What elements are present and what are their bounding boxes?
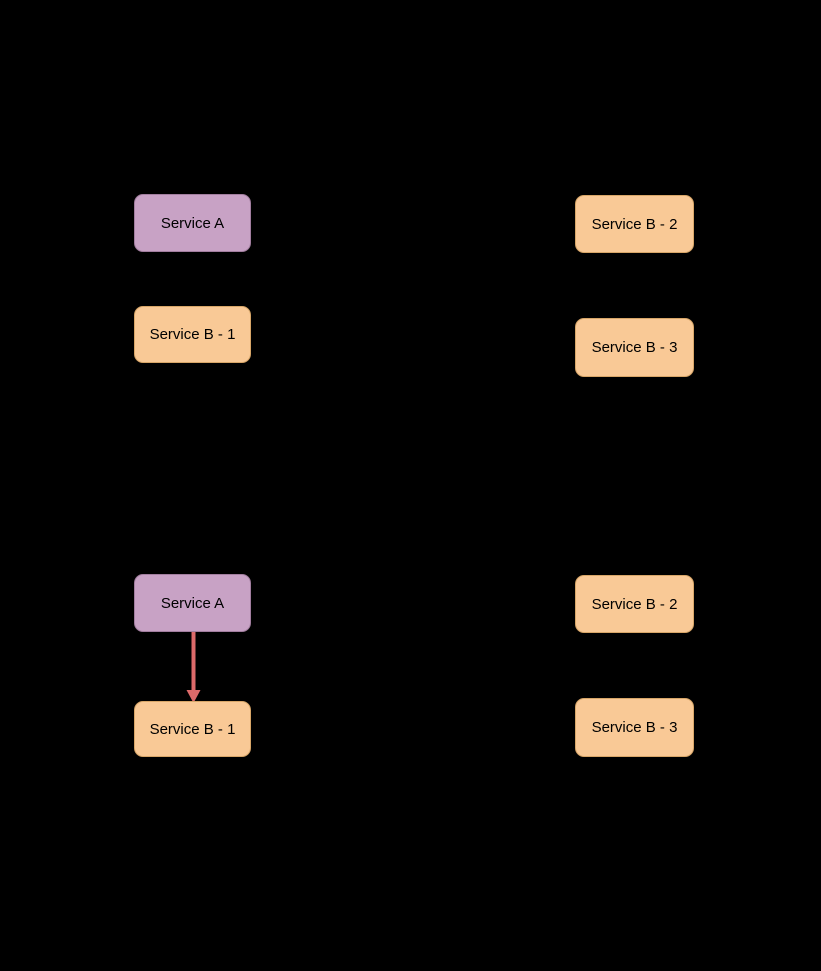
arrow-head [186, 690, 201, 703]
node-service-a-top: Service A [134, 194, 251, 252]
node-service-b-3-top: Service B - 3 [575, 318, 694, 377]
node-label: Service B - 3 [591, 339, 678, 356]
arrow-service-a-to-service-b-1 [186, 632, 201, 703]
node-label: Service B - 3 [591, 719, 678, 736]
node-service-a-bottom: Service A [134, 574, 251, 632]
node-label: Service B - 2 [591, 215, 678, 233]
node-label: Service B - 1 [149, 326, 236, 343]
node-service-b-3-bottom: Service B - 3 [575, 698, 694, 757]
node-label: Service A [160, 594, 225, 612]
node-service-b-2-bottom: Service B - 2 [575, 575, 694, 633]
node-label: Service B - 2 [591, 595, 678, 613]
node-label: Service A [160, 214, 225, 232]
node-service-b-2-top: Service B - 2 [575, 195, 694, 253]
node-service-b-1-top: Service B - 1 [134, 306, 251, 363]
node-service-b-1-bottom: Service B - 1 [134, 701, 251, 757]
node-label: Service B - 1 [149, 720, 236, 738]
